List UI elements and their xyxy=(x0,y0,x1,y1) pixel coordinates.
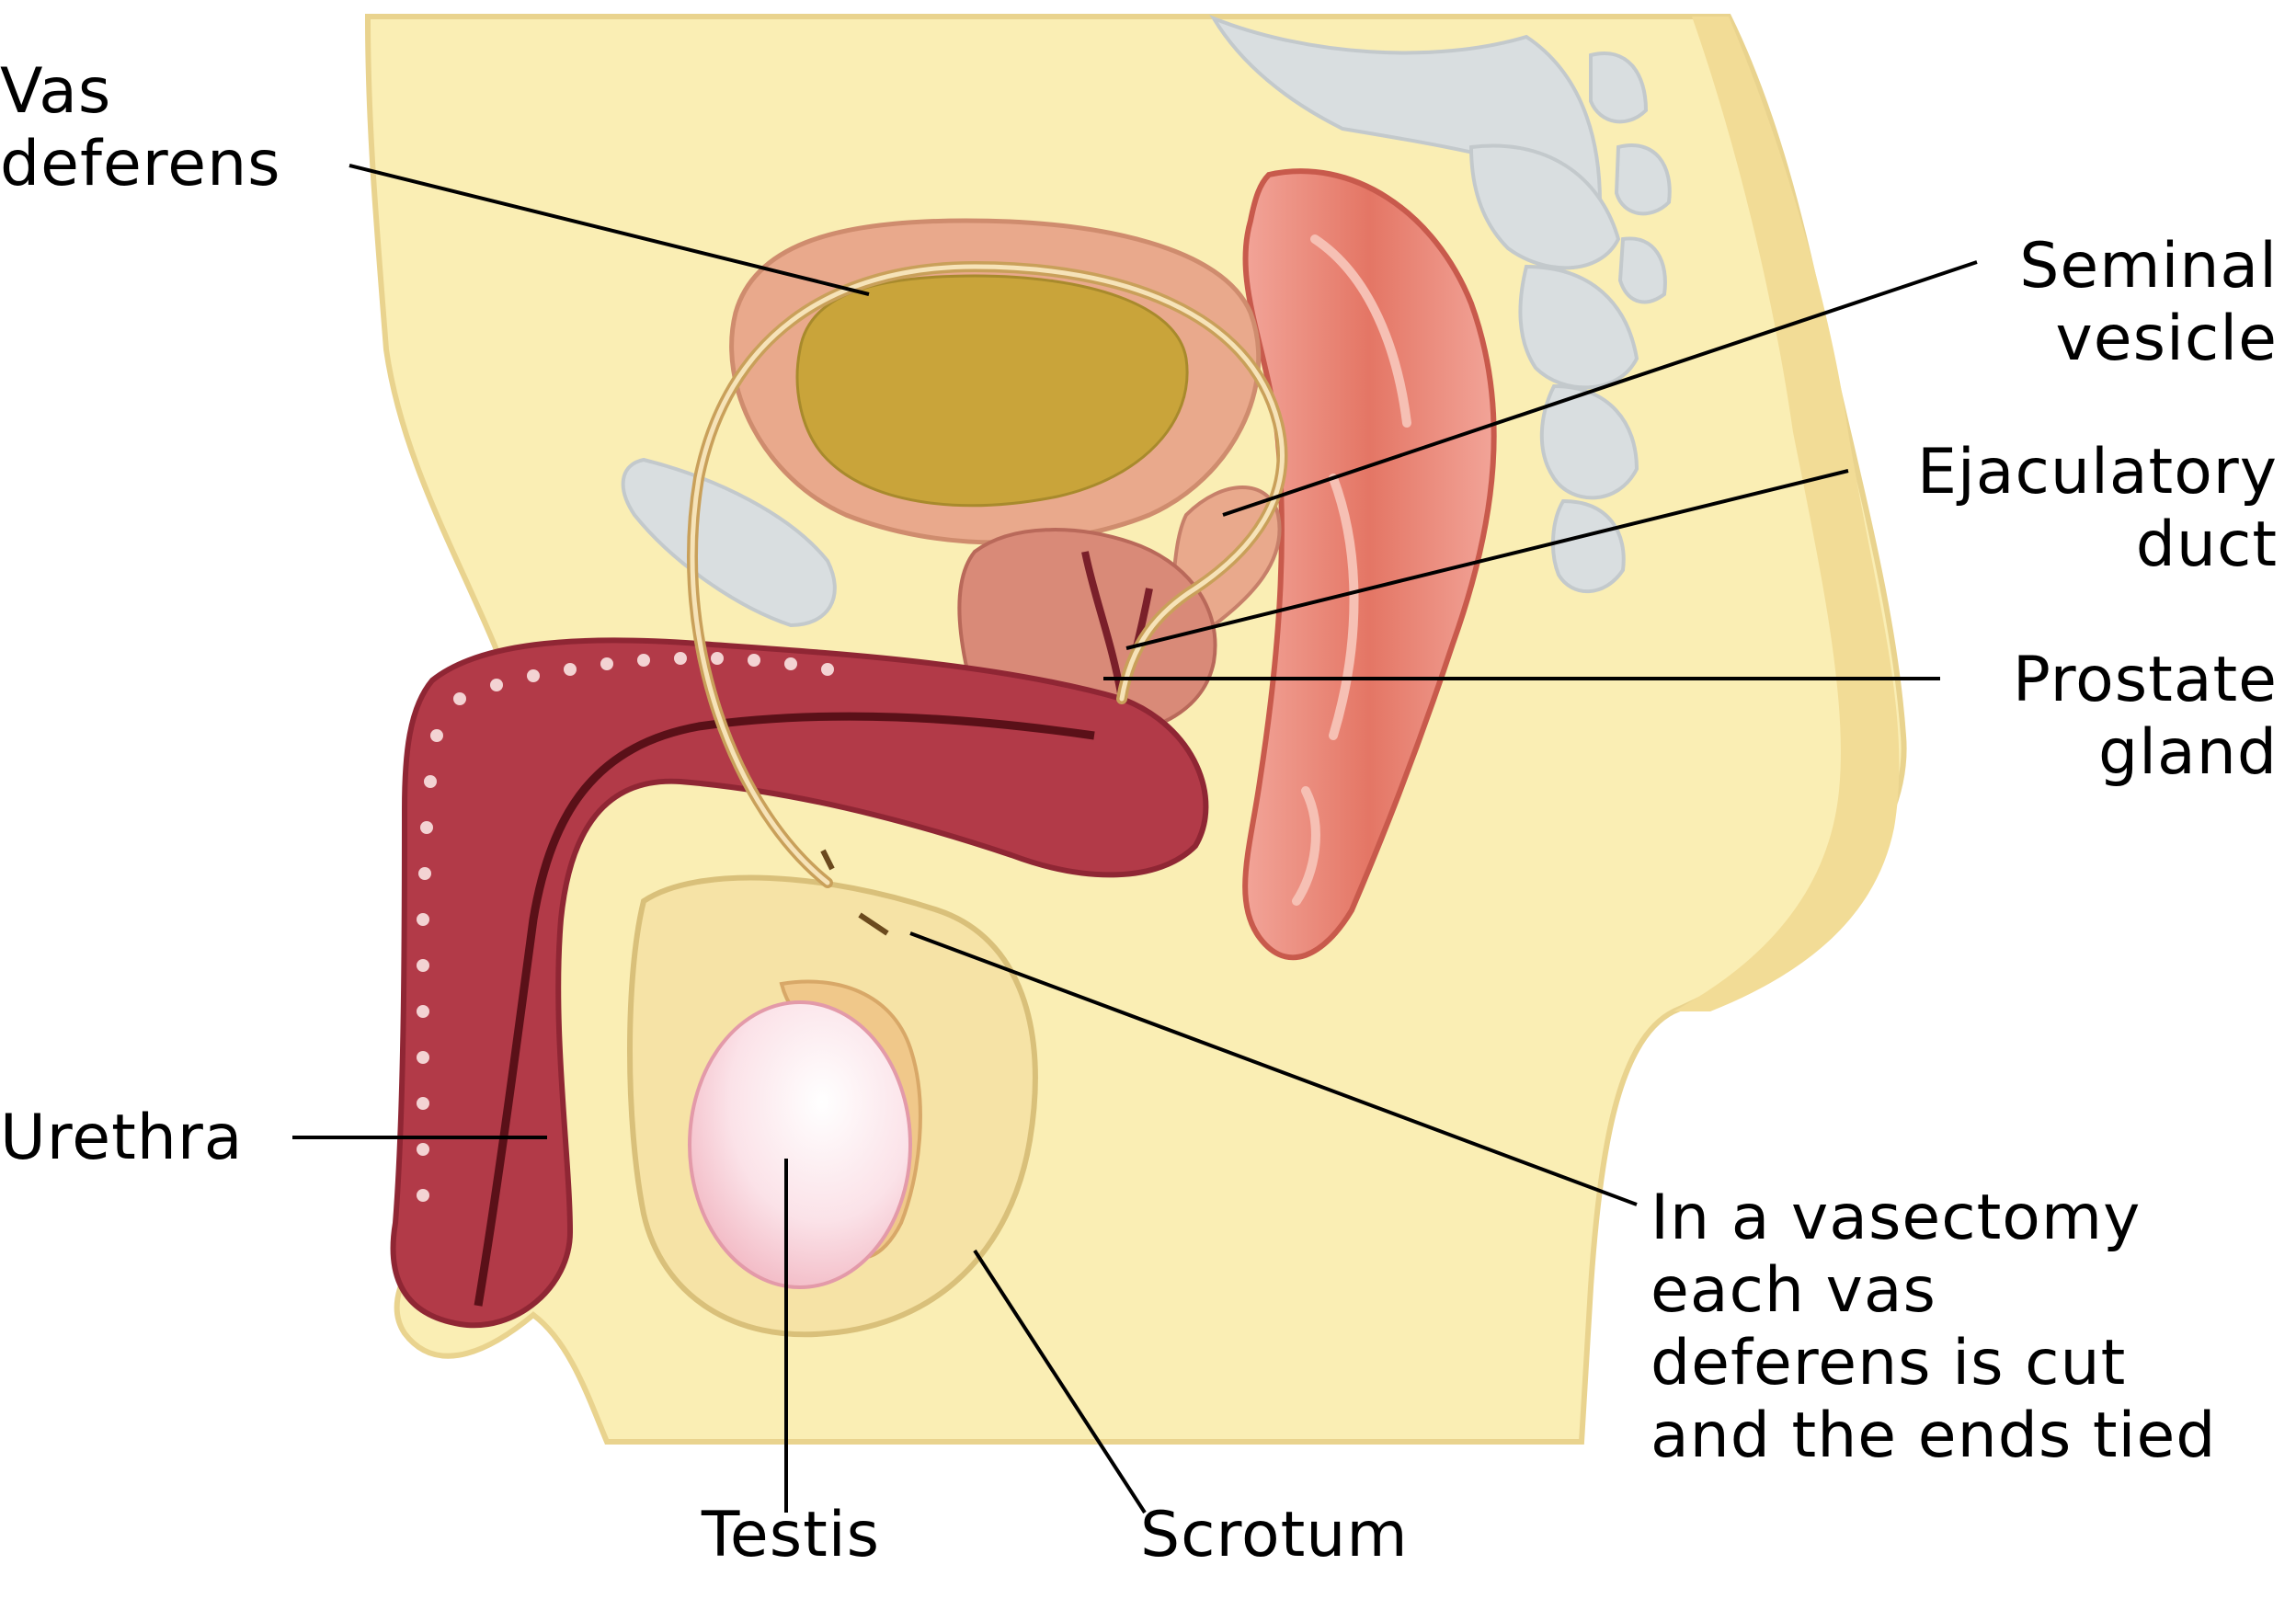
label-seminal-vesicle-line1: Seminal xyxy=(2019,230,2278,303)
leader-vasectomy xyxy=(909,931,1638,1206)
label-vasectomy-line4: and the ends tied xyxy=(1651,1399,2217,1472)
label-vasectomy-line2: each vas xyxy=(1651,1254,1936,1327)
penis-body xyxy=(390,637,1209,1329)
bladder-urine xyxy=(795,274,1189,508)
label-ejaculatory-duct-line1: Ejaculatory xyxy=(1916,436,2278,508)
label-prostate-gland-line2: gland xyxy=(2098,716,2278,789)
label-vasectomy-note: In a vasectomy each vas deferens is cut … xyxy=(1651,1182,2216,1472)
label-vas-deferens-line2: deferens xyxy=(0,128,281,200)
label-vas-deferens-line1: Vas xyxy=(0,55,112,128)
label-vasectomy-line3: deferens is cut xyxy=(1651,1327,2127,1399)
spine xyxy=(1209,14,1672,594)
label-prostate-gland: Prostate gland xyxy=(2013,644,2278,789)
urethra-channel xyxy=(474,712,1095,1307)
leader-seminal-vesicle xyxy=(1222,260,1978,517)
label-ejaculatory-duct: Ejaculatory duct xyxy=(1917,436,2278,581)
leader-vas-deferens xyxy=(348,164,870,296)
label-seminal-vesicle-line2: vesicle xyxy=(2055,303,2278,375)
label-urethra-line1: Urethra xyxy=(0,1102,244,1174)
label-scrotum-line1: Scrotum xyxy=(1140,1499,1409,1571)
back-shadow xyxy=(1673,17,1900,1011)
leader-lines xyxy=(292,164,1978,1514)
vasectomy-cut-ends xyxy=(820,849,889,936)
label-urethra: Urethra xyxy=(0,1102,243,1174)
pubic-bone xyxy=(621,457,837,628)
label-seminal-vesicle: Seminal vesicle xyxy=(2019,230,2278,375)
leader-ejaculatory-duct xyxy=(1125,469,1849,650)
erectile-tissue-dots xyxy=(417,652,834,1202)
label-scrotum: Scrotum xyxy=(1140,1499,1409,1571)
label-prostate-gland-line1: Prostate xyxy=(2012,644,2278,716)
label-vas-deferens: Vas deferens xyxy=(0,55,281,200)
label-testis-line1: Testis xyxy=(701,1499,881,1571)
label-vasectomy-line1: In a vasectomy xyxy=(1651,1182,2142,1254)
testis xyxy=(688,1000,912,1289)
label-testis: Testis xyxy=(671,1499,910,1571)
leader-scrotum xyxy=(973,1249,1147,1514)
label-ejaculatory-duct-line2: duct xyxy=(2135,508,2278,581)
